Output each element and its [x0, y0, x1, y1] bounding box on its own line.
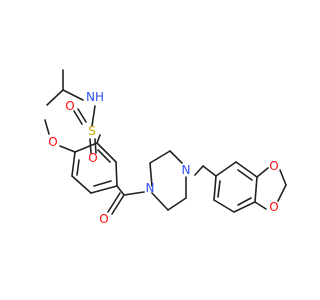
- bond: [76, 159, 80, 176]
- bond: [277, 184, 287, 202]
- bond: [254, 201, 267, 210]
- bond: [123, 191, 145, 196]
- bond: [254, 176, 258, 203]
- bond: [107, 192, 121, 213]
- bond: [96, 134, 101, 144]
- bond: [44, 119, 50, 135]
- bond: [213, 175, 217, 201]
- bond: [94, 138, 97, 154]
- sulfonyl-oxygen-top-label: O: [65, 99, 74, 113]
- structure-canvas: NH S O O O O N N O O: [44, 69, 287, 226]
- bond: [235, 161, 258, 178]
- bond: [74, 142, 98, 153]
- bond: [149, 162, 153, 187]
- bond: [71, 175, 92, 194]
- bond: [71, 151, 76, 177]
- nh-label: NH: [86, 90, 104, 104]
- bond: [62, 89, 84, 101]
- bonds: [44, 69, 287, 215]
- bond: [213, 199, 235, 213]
- sulfur-label: S: [88, 124, 96, 138]
- bond: [149, 150, 171, 164]
- piperazine-nitrogen-right-label: N: [182, 163, 191, 177]
- bond: [46, 89, 64, 106]
- atom-labels: NH S O O O O N N O O: [48, 90, 278, 226]
- bond: [169, 150, 183, 164]
- bond: [97, 149, 111, 163]
- bond: [115, 161, 118, 187]
- bond: [217, 180, 221, 198]
- dioxole-oxygen-bottom-label: O: [269, 200, 278, 214]
- bond: [73, 110, 83, 125]
- bond: [151, 192, 169, 211]
- bond: [96, 142, 117, 163]
- bond: [111, 194, 125, 215]
- sulfonyl-oxygen-bottom-label: O: [88, 151, 97, 165]
- carbonyl-oxygen-label: O: [99, 212, 108, 226]
- bond: [116, 185, 125, 196]
- bond: [237, 169, 253, 181]
- bond: [59, 145, 76, 153]
- bond: [90, 185, 118, 194]
- molecule-structure: NH S O O O O N N O O: [44, 69, 287, 226]
- dioxole-oxygen-top-label: O: [269, 159, 278, 173]
- bond: [93, 180, 112, 187]
- piperazine-nitrogen-left-label: N: [146, 181, 155, 195]
- bond: [167, 197, 187, 211]
- bond: [202, 165, 217, 177]
- bond: [91, 105, 96, 127]
- bond: [77, 108, 87, 123]
- bond: [256, 167, 269, 178]
- bond: [237, 197, 252, 206]
- bond: [215, 161, 237, 177]
- bond: [233, 201, 256, 213]
- methoxy-oxygen-label: O: [48, 135, 57, 149]
- bond: [194, 165, 204, 176]
- bond: [279, 169, 287, 186]
